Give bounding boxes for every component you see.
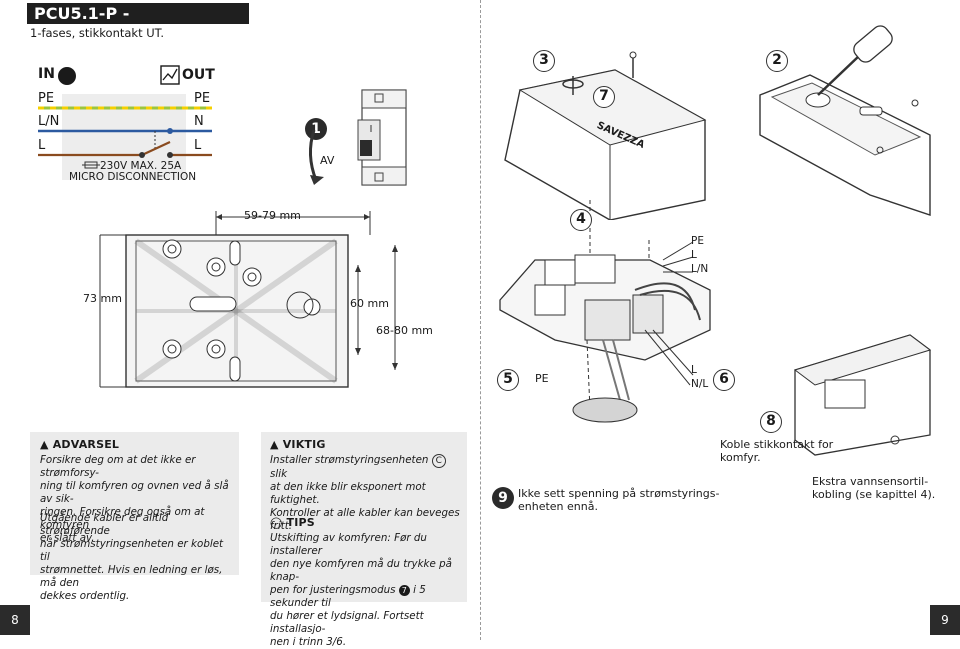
step-2-badge: 2 [766, 50, 788, 72]
warning-heading: ▲ ADVARSEL [40, 438, 120, 451]
dim-range: 68-80 mm [376, 324, 433, 337]
screwdriver-illustration [750, 25, 935, 220]
dim-width: 59-79 mm [244, 209, 301, 222]
step8-sensor-text: Ekstra vannsensortil-kobling (se kapitte… [812, 475, 936, 501]
breaker-disconnection: MICRO DISCONNECTION [69, 171, 197, 183]
step-6-badge: 6 [713, 369, 735, 391]
lightbulb-icon: ◯ [270, 516, 283, 529]
important-heading: ▲ VIKTIG [270, 438, 326, 451]
device-side-illustration [790, 330, 935, 460]
step-4-badge: 4 [570, 209, 592, 231]
step-8-badge: 8 [760, 411, 782, 433]
page-subtitle: 1-fases, stikkontakt UT. [30, 26, 164, 40]
page-title: PCU5.1-P - INSTALLASJON [27, 3, 249, 44]
out-label: OUT [182, 67, 215, 83]
warning-box: ▲ ADVARSEL Forsikre deg om at det ikke e… [30, 432, 239, 602]
wire-left-ln: L/N [38, 114, 60, 129]
warning-paragraph-1: Forsikre deg om at det ikke er strømfors… [40, 454, 229, 544]
page-number-left: 8 [0, 605, 30, 635]
wire-right-pe: PE [194, 91, 211, 106]
wire-right-n: N [194, 114, 204, 129]
label-pe-bottom: PE [535, 372, 549, 385]
wiring-lines [38, 65, 212, 180]
wire-right-l: L [194, 138, 202, 153]
in-dot-icon [58, 67, 76, 85]
c-symbol-icon: C [431, 454, 446, 468]
step-9-badge: 9 [492, 487, 514, 509]
warning-triangle-icon: ▲ [40, 438, 49, 451]
out-box-icon [160, 65, 180, 85]
mounting-plate-drawing: 59-79 mm 73 mm 60 mm 68-80 mm [80, 205, 440, 395]
label-l-bottom: L [691, 364, 697, 376]
tips-text: Utskifting av komfyren: Før du installer… [270, 532, 452, 648]
lid-illustration: SAVEZZA [495, 50, 725, 221]
base-terminal-illustration: PE L L/N L N/L PE [495, 200, 735, 440]
important-box: ▲ VIKTIG Installer strømstyringsenheten … [261, 432, 467, 648]
page-number-right: 9 [930, 605, 960, 635]
breaker-off-label: AV [320, 154, 335, 167]
step-3-badge: 3 [533, 50, 555, 72]
wiring-diagram: IN OUT PE L/N L PE N L 230V MAX. 25A MIC… [30, 60, 220, 185]
label-nl-bottom: N/L [691, 378, 709, 390]
label-ln-top: L/N [691, 263, 709, 275]
tips-heading: ◯ TIPS [270, 516, 315, 529]
warning-triangle-icon: ▲ [270, 438, 279, 451]
step-7-badge: 7 [593, 86, 615, 108]
dim-hole: 60 mm [350, 297, 389, 310]
step9-text: Ikke sett spenning på strømstyrings-enhe… [518, 487, 720, 513]
step-5-badge: 5 [497, 369, 519, 391]
mode-button-badge: 7 [398, 585, 410, 596]
in-label: IN [38, 66, 55, 82]
step-1-badge: 1 [305, 118, 327, 140]
page-fold-divider [480, 0, 481, 640]
circuit-breaker-illustration: AV [300, 85, 410, 190]
breaker-rating: 230V MAX. 25A [100, 160, 182, 172]
important-text: Installer strømstyringsenheten C slik at… [270, 454, 460, 532]
wire-left-l: L [38, 138, 46, 153]
label-l-top: L [691, 249, 697, 261]
dim-height: 73 mm [83, 292, 122, 305]
wire-left-pe: PE [38, 91, 55, 106]
label-pe-top: PE [691, 235, 704, 247]
